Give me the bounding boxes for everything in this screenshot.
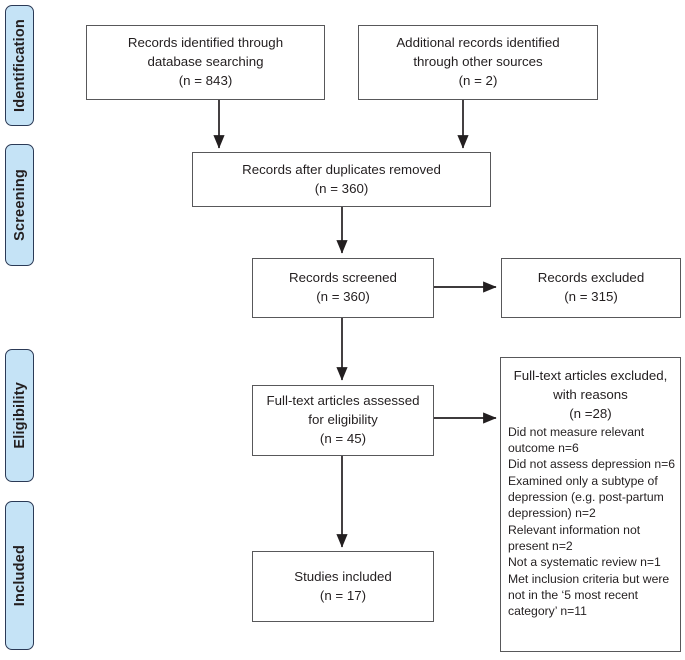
stage-label-screening-text: Screening [11,169,28,241]
node-studies-included-text: Studies included (n = 17) [294,568,392,603]
list-item: Relevant information not [508,522,641,537]
list-item: Not a systematic review n=1 [508,555,661,570]
node-additional-records-other-sources: Additional records identified through ot… [358,25,598,100]
stage-label-included: Included [5,501,34,650]
list-item: category’ n=11 [508,604,587,619]
node-records-identified-database: Records identified through database sear… [86,25,325,100]
list-item: depression (e.g. post-partum [508,490,664,504]
node-studies-included: Studies included (n = 17) [252,551,434,622]
node-additional-records-other-sources-text: Additional records identified through ot… [396,35,560,88]
node-fulltext-articles-assessed: Full-text articles assessed for eligibil… [252,385,434,456]
list-item: Did not measure relevant [508,424,645,439]
node-records-excluded: Records excluded (n = 315) [501,258,681,318]
list-item: Met inclusion criteria but were [508,571,670,586]
node-records-identified-database-text: Records identified through database sear… [127,35,284,88]
stage-label-eligibility-text: Eligibility [11,382,28,449]
node-records-screened: Records screened (n = 360) [252,258,434,318]
node-fulltext-articles-excluded-heading: Full-text articles excluded, with reason… [513,368,668,421]
list-item: present n=2 [508,539,573,554]
node-records-after-duplicates-removed-text: Records after duplicates removed (n = 36… [242,161,441,196]
node-records-excluded-text: Records excluded (n = 315) [537,270,645,304]
stage-label-identification: Identification [5,5,34,126]
list-item: Did not assess depression n=6 [508,457,676,472]
node-fulltext-articles-assessed-text: Full-text articles assessed for eligibil… [266,393,420,446]
list-item: not in the ‘5 most recent [508,588,639,603]
stage-label-eligibility: Eligibility [5,349,34,482]
list-item: Examined only a subtype of [508,473,658,488]
stage-label-included-text: Included [11,544,28,607]
list-item: depression) n=2 [508,506,596,521]
node-records-after-duplicates-removed: Records after duplicates removed (n = 36… [192,152,491,207]
exclusion-reasons-list: Did not measure relevant outcome n=6 Did… [501,424,680,620]
list-item: outcome n=6 [508,440,579,455]
node-records-screened-text: Records screened (n = 360) [289,270,397,304]
stage-label-screening: Screening [5,144,34,266]
node-fulltext-articles-excluded: Full-text articles excluded, with reason… [500,357,681,652]
stage-label-identification-text: Identification [11,18,28,113]
